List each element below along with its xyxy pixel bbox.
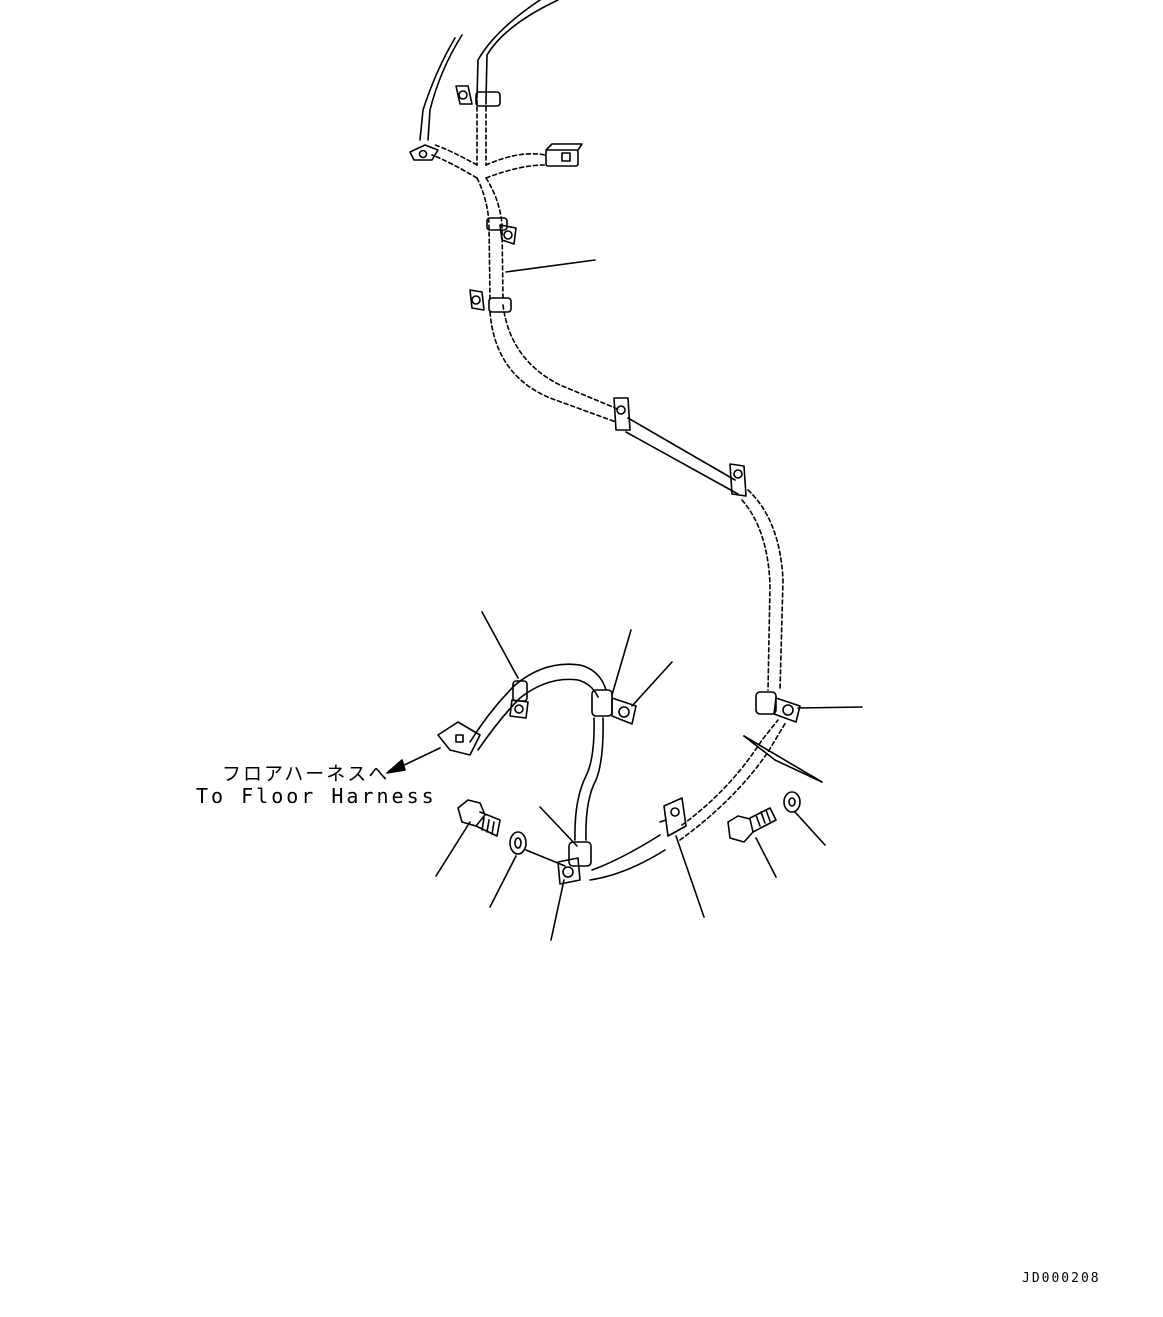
- connector-top-right: [545, 143, 583, 167]
- upper-clamp-1: [455, 85, 501, 107]
- upper-clamp-5: [729, 463, 747, 497]
- upper-harness: [419, 0, 784, 691]
- bolt-right: [727, 807, 777, 843]
- leader-lines-lower: [435, 611, 863, 941]
- washer-left: [509, 831, 527, 855]
- bolt-left: [457, 799, 501, 837]
- lower-harness: [469, 663, 787, 881]
- washer-right: [783, 791, 801, 813]
- lower-clamp-bottom: [557, 841, 592, 885]
- lower-clamp-middle: [591, 689, 637, 725]
- lower-clamp-right: [755, 691, 801, 723]
- upper-clamp-4: [613, 397, 631, 431]
- lower-clip-middle: [659, 797, 687, 837]
- drawing-id: JD000208: [1022, 1271, 1101, 1286]
- leader-line-harness: [505, 259, 596, 273]
- upper-clamp-2: [486, 217, 517, 245]
- floor-harness-connector: [437, 721, 481, 756]
- floor-harness-label-jp: フロアハーネスへ: [222, 763, 390, 785]
- terminal-left: [409, 144, 439, 161]
- floor-harness-label-en: To Floor Harness: [196, 784, 437, 808]
- upper-clamp-3: [469, 289, 512, 313]
- arrow-to-floor-harness: [386, 747, 441, 774]
- lower-clamp-left: [509, 680, 529, 719]
